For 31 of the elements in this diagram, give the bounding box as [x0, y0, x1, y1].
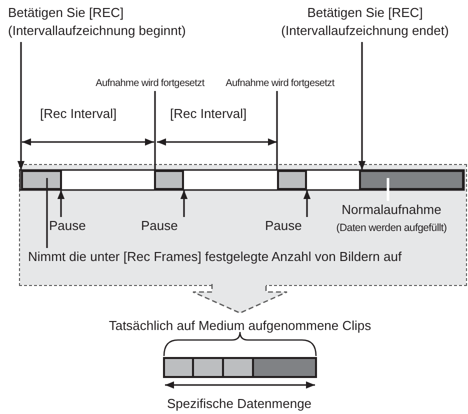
leader-line: [46, 178, 48, 248]
callout-text: Pause: [265, 217, 303, 235]
arrow: [17, 42, 25, 170]
callout-text: Betätigen Sie [REC]: [8, 4, 125, 22]
dimension-label: Spezifische Datenmenge: [167, 396, 312, 412]
note-text: (Daten werden aufgefüllt): [335, 221, 448, 236]
callout-text: Betätigen Sie [REC]: [306, 4, 424, 22]
clip-bar: [154, 170, 184, 190]
callout-text: Pause: [141, 217, 179, 235]
arrow: [358, 42, 366, 170]
clip-bar: [163, 357, 317, 378]
note-text: (Intervallaufzeichnung beginnt): [8, 22, 187, 40]
interval-label: [Rec Interval]: [40, 106, 117, 122]
arrow: [303, 190, 311, 217]
clip-bar: [277, 170, 307, 190]
clip-bar: [359, 170, 464, 190]
callout-text: Tatsächlich auf Medium aufgenommene Clips: [108, 317, 372, 335]
callout-text: Pause: [49, 217, 87, 235]
arrow: [180, 190, 188, 217]
interval-label: [Rec Interval]: [170, 106, 247, 122]
leader-line: [386, 178, 390, 201]
arrow: [57, 190, 65, 217]
leader-line: [276, 91, 278, 170]
note-text: (Intervallaufzeichnung endet): [280, 22, 450, 40]
clip-bar: [21, 170, 62, 190]
callout-text: Normalaufnahme: [340, 201, 442, 219]
annotation-text: Aufnahme wird fortgesetzt: [94, 77, 206, 91]
arrow: [192, 283, 288, 314]
annotation-text: Aufnahme wird fortgesetzt: [224, 77, 336, 91]
leader-line: [154, 91, 156, 170]
callout-text: Nimmt die unter [Rec Frames] festgelegte Anzahl von Bildern auf: [28, 248, 403, 266]
